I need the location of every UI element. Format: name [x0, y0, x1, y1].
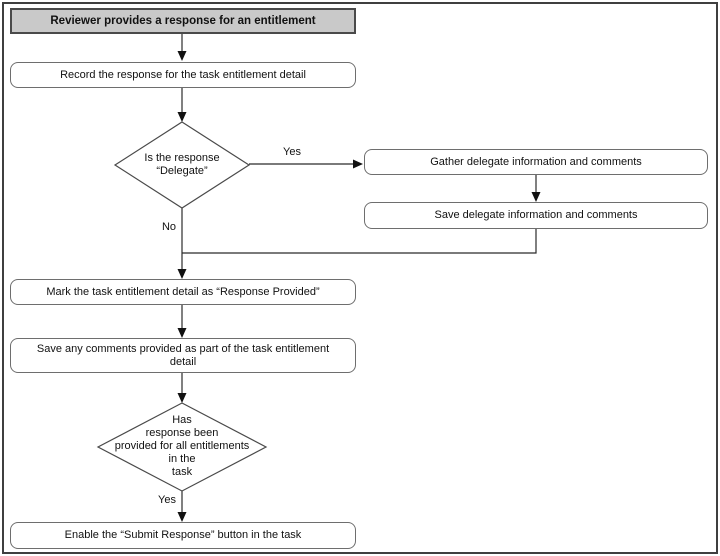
arrowhead-down-icon [177, 112, 187, 122]
arrowhead-down-icon [177, 328, 187, 338]
arrowhead-down-icon [177, 393, 187, 403]
arrowhead-right-icon [353, 159, 363, 169]
edge-label-yes-delegate: Yes [283, 146, 301, 158]
arrowhead-down-icon [177, 512, 187, 522]
decision-delegate-diamond [113, 121, 251, 209]
process-node-save-comments: Save any comments provided as part of th… [10, 338, 356, 373]
process-node-enable-submit: Enable the “Submit Response” button in t… [10, 522, 356, 549]
arrowhead-down-icon [177, 51, 187, 61]
arrowhead-down-icon [531, 192, 541, 202]
arrowhead-down-icon [177, 269, 187, 279]
start-node: Reviewer provides a response for an enti… [10, 8, 356, 34]
decision-all-entitlements-diamond [96, 402, 268, 492]
edge-save-merge-line [182, 229, 537, 254]
decision-delegate-label: Is the response “Delegate” [144, 152, 220, 177]
edge-label-yes-all: Yes [158, 494, 176, 506]
process-node-save-delegate: Save delegate information and comments [364, 202, 708, 229]
decision-all-entitlements-label: Has response been provided for all entit… [114, 414, 250, 478]
process-node-record-response: Record the response for the task entitle… [10, 62, 356, 88]
edge-label-no-delegate: No [161, 221, 176, 233]
process-node-gather-delegate: Gather delegate information and comments [364, 149, 708, 175]
process-node-mark-detail: Mark the task entitlement detail as “Res… [10, 279, 356, 305]
